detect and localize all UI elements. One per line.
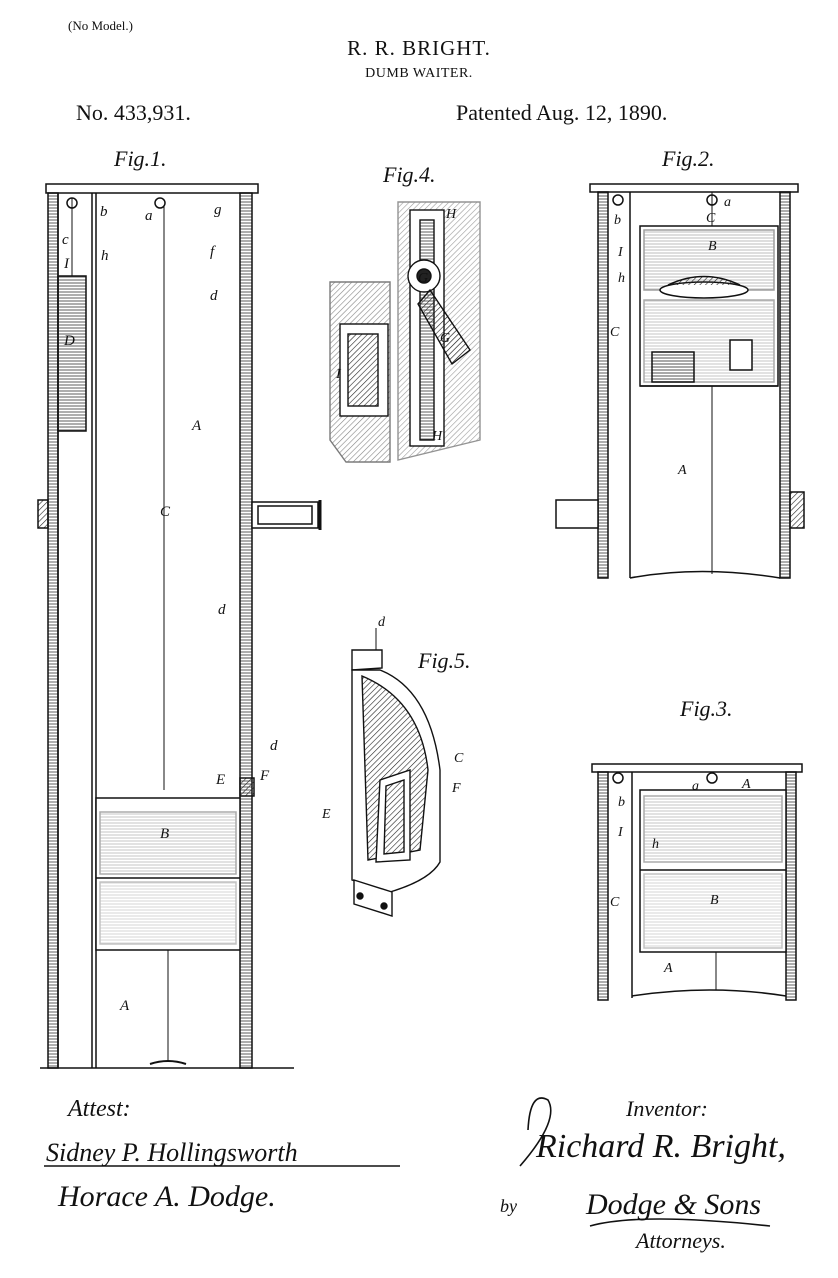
svg-text:I: I <box>63 256 70 272</box>
svg-text:B: B <box>708 239 717 254</box>
figure-4-label: Fig.4. <box>383 162 436 187</box>
svg-text:A: A <box>663 961 673 976</box>
figure-5-reference-letters: dE CF <box>321 615 464 822</box>
svg-text:B: B <box>160 826 169 842</box>
svg-text:c: c <box>62 232 69 248</box>
figure-2-label: Fig.2. <box>662 146 715 171</box>
svg-text:A: A <box>119 998 130 1014</box>
svg-text:H: H <box>431 429 443 444</box>
figure-4-drawing <box>329 201 481 463</box>
witness-1-signature: Sidney P. Hollingsworth <box>46 1138 298 1167</box>
svg-text:F: F <box>451 781 461 796</box>
svg-text:h: h <box>618 271 625 286</box>
figure-3-drawing <box>591 763 803 1001</box>
witness-2-signature: Horace A. Dodge. <box>58 1180 276 1213</box>
svg-text:d: d <box>378 615 386 630</box>
svg-text:C: C <box>706 211 716 226</box>
attest-label: Attest: <box>68 1096 131 1122</box>
svg-text:C: C <box>160 504 171 520</box>
svg-text:h: h <box>101 248 109 264</box>
svg-text:d: d <box>270 738 278 754</box>
figure-2-reference-letters: baC IhB CA <box>610 195 731 478</box>
svg-text:F: F <box>259 768 270 784</box>
no-model-note: (No Model.) <box>68 18 133 33</box>
svg-text:D: D <box>63 333 75 349</box>
signature-flourishes <box>44 1097 771 1227</box>
attorneys-label: Attorneys. <box>636 1228 726 1253</box>
svg-text:f: f <box>210 244 216 260</box>
inventor-label: Inventor: <box>626 1096 708 1121</box>
figure-5-label: Fig.5. <box>418 648 471 673</box>
figure-4-reference-letters: H G I G H <box>335 207 457 444</box>
svg-text:h: h <box>652 837 659 852</box>
svg-text:E: E <box>321 807 331 822</box>
inventor-heading: R. R. BRIGHT. <box>347 36 491 60</box>
figure-1-drawing <box>37 183 322 1069</box>
patent-number: No. 433,931. <box>76 100 191 125</box>
svg-text:I: I <box>335 367 342 382</box>
svg-text:a: a <box>145 208 153 224</box>
svg-text:G: G <box>440 331 450 346</box>
svg-text:A: A <box>741 777 751 792</box>
svg-text:a: a <box>724 195 731 210</box>
svg-text:C: C <box>454 751 464 766</box>
patent-date: Patented Aug. 12, 1890. <box>456 100 668 125</box>
svg-text:I: I <box>617 825 624 840</box>
attorneys-signature: Dodge & Sons <box>586 1188 761 1221</box>
svg-text:g: g <box>214 202 222 218</box>
svg-text:a: a <box>692 779 699 794</box>
figure-5-drawing <box>351 628 441 917</box>
figure-1-label: Fig.1. <box>114 146 167 171</box>
inventor-signature: Richard R. Bright, <box>536 1128 786 1165</box>
invention-title: DUMB WAITER. <box>365 66 473 81</box>
svg-text:b: b <box>100 204 108 220</box>
svg-text:A: A <box>191 418 202 434</box>
svg-text:d: d <box>218 602 226 618</box>
by-label: by <box>500 1196 517 1216</box>
svg-text:G: G <box>418 271 428 286</box>
svg-text:d: d <box>210 288 218 304</box>
svg-text:B: B <box>710 893 719 908</box>
svg-text:A: A <box>677 463 687 478</box>
figure-3-label: Fig.3. <box>680 696 733 721</box>
svg-text:H: H <box>445 207 457 222</box>
svg-text:b: b <box>618 795 625 810</box>
svg-text:E: E <box>215 772 225 788</box>
svg-text:C: C <box>610 325 620 340</box>
figure-2-drawing <box>555 183 805 579</box>
svg-text:b: b <box>614 213 621 228</box>
svg-text:C: C <box>610 895 620 910</box>
svg-text:I: I <box>617 245 624 260</box>
